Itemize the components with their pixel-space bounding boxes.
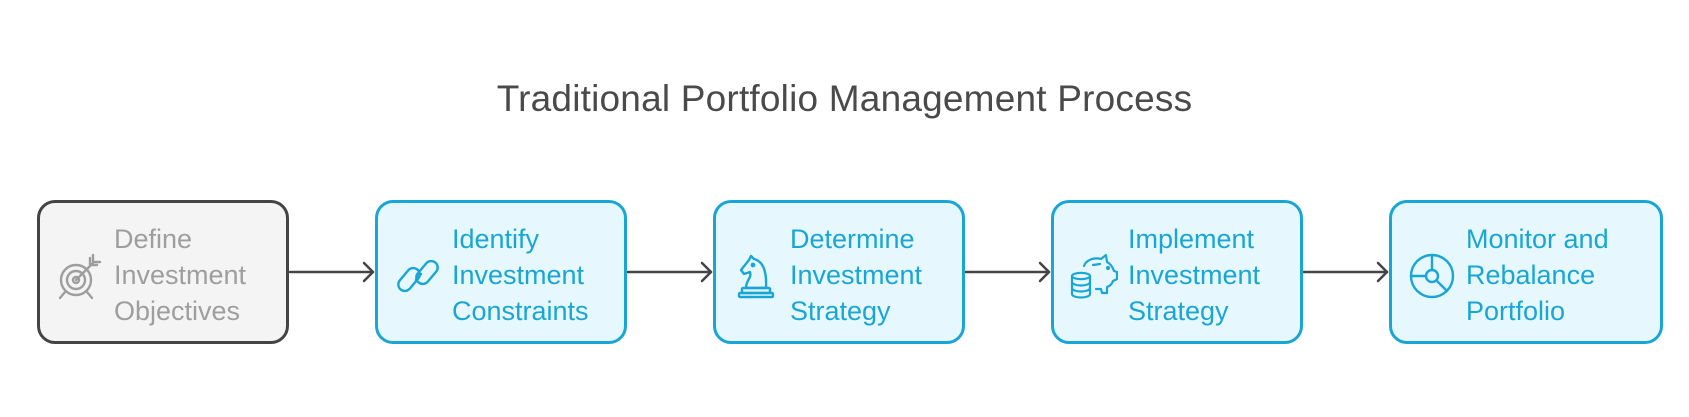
flow-arrow (626, 261, 713, 283)
flow-arrow (1302, 261, 1389, 283)
chain-link-icon (397, 259, 439, 293)
diagram-title: Traditional Portfolio Management Process (496, 78, 1193, 119)
step-label: Implement Investment Strategy (1128, 224, 1261, 326)
target-arrow-icon (58, 253, 102, 300)
flow-arrow (964, 261, 1051, 283)
step-label: Define Investment Objectives (114, 224, 247, 326)
pie-chart-icon (1409, 253, 1455, 299)
step-label: Determine Investment Strategy (790, 224, 923, 326)
process-step-define-objectives: Define Investment Objectives (37, 200, 289, 344)
step-label: Monitor and Rebalance Portfolio (1466, 224, 1609, 326)
process-step-identify-constraints: Identify Investment Constraints (375, 200, 627, 344)
process-step-determine-strategy: Determine Investment Strategy (713, 200, 965, 344)
chess-knight-icon (737, 254, 775, 299)
flow-arrow (288, 261, 375, 283)
process-step-implement-strategy: Implement Investment Strategy (1051, 200, 1303, 344)
piggy-bank-coins-icon (1070, 253, 1118, 299)
step-label: Identify Investment Constraints (452, 224, 589, 326)
process-step-monitor-rebalance: Monitor and Rebalance Portfolio (1389, 200, 1663, 344)
